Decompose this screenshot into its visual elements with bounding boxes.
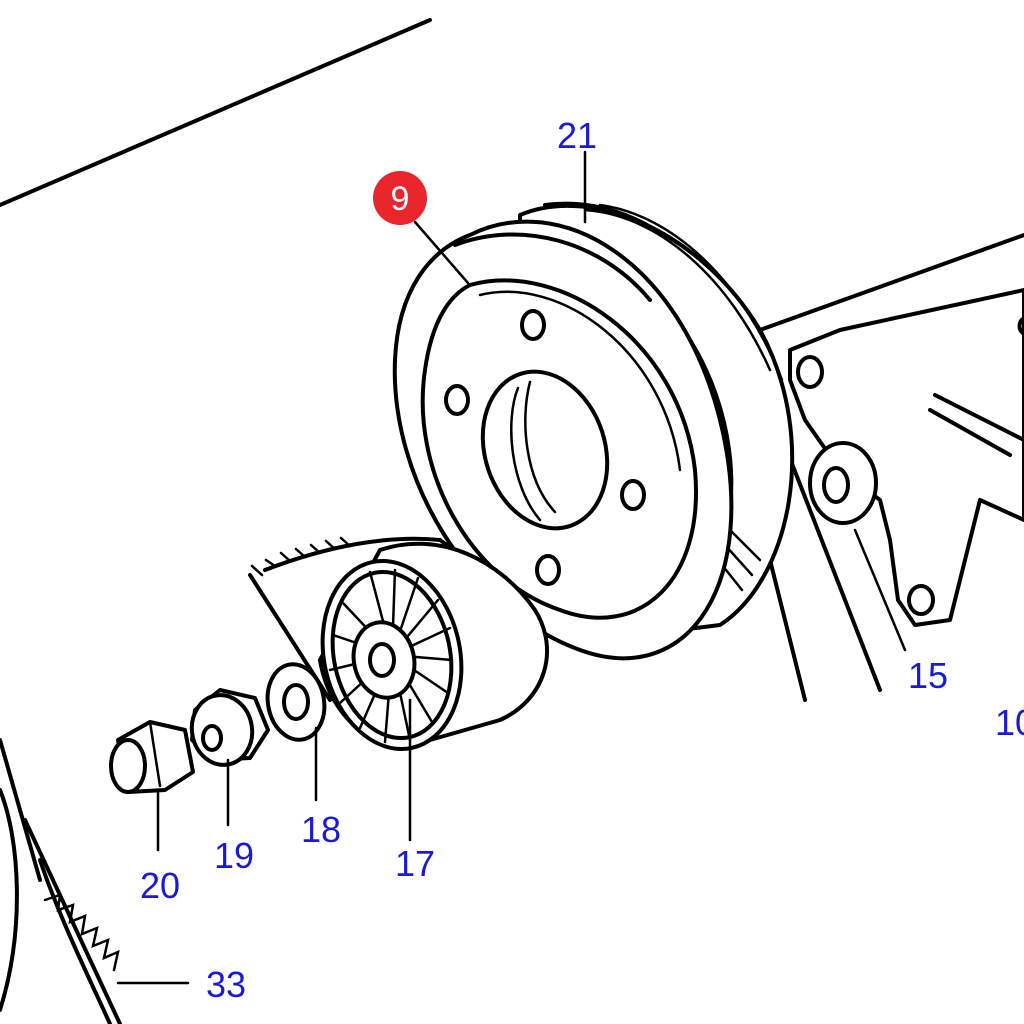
leader-9 bbox=[413, 220, 470, 285]
mounting-bracket bbox=[758, 233, 1024, 627]
highlight-badge[interactable]: 9 bbox=[373, 171, 427, 225]
washer-15 bbox=[808, 441, 878, 525]
callout-19[interactable]: 19 bbox=[214, 835, 254, 876]
crankshaft-pulley-9 bbox=[392, 203, 795, 661]
spacer-20 bbox=[109, 720, 195, 794]
bracket-hole bbox=[796, 355, 824, 389]
leader-15 bbox=[853, 528, 907, 652]
callout-17[interactable]: 17 bbox=[395, 843, 435, 884]
idler-pulley-17 bbox=[318, 541, 550, 751]
engine-block-outline bbox=[0, 18, 432, 882]
toothed-belt-33 bbox=[0, 788, 122, 1024]
callout-15[interactable]: 15 bbox=[908, 655, 948, 696]
callout-21[interactable]: 21 bbox=[557, 115, 597, 156]
callout-33[interactable]: 33 bbox=[206, 964, 246, 1005]
washer-18 bbox=[265, 662, 327, 742]
callout-10[interactable]: 10 bbox=[995, 702, 1024, 743]
nut-19 bbox=[189, 688, 270, 767]
callout-9[interactable]: 9 bbox=[391, 180, 410, 218]
callout-20[interactable]: 20 bbox=[140, 865, 180, 906]
bracket-hole bbox=[907, 584, 935, 616]
callout-18[interactable]: 18 bbox=[301, 809, 341, 850]
leader-lines bbox=[116, 150, 907, 985]
